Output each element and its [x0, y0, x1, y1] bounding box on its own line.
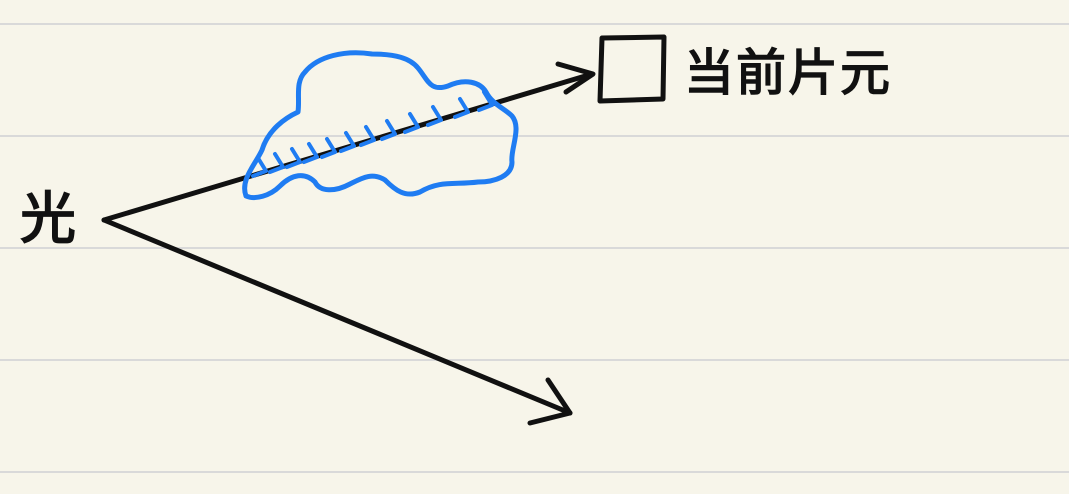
cloud-shape-icon: [242, 50, 519, 201]
chevron-arrow: [380, 119, 397, 141]
fragment-label: 当前片元: [684, 44, 892, 102]
chevron-arrows-icon: [251, 90, 494, 178]
chevron-arrow: [302, 142, 319, 164]
chevron-arrow: [403, 112, 420, 134]
chevron-arrow: [453, 97, 470, 119]
chevron-arrow: [477, 90, 494, 112]
chevron-arrow: [339, 131, 356, 153]
ruled-lines: [0, 23, 1069, 473]
chevron-arrow: [251, 156, 268, 178]
chevron-arrow: [426, 105, 443, 127]
ray-arrowhead-lower: [527, 377, 573, 426]
chevron-arrow: [285, 147, 302, 169]
square-box-icon: [597, 34, 667, 104]
chevron-arrow: [359, 125, 376, 147]
ray-lower: [101, 217, 573, 416]
ray-arrowhead-upper: [555, 61, 596, 95]
chevron-arrow: [268, 152, 285, 174]
origin-label: 光: [20, 187, 76, 252]
chevron-arrow: [320, 137, 337, 159]
